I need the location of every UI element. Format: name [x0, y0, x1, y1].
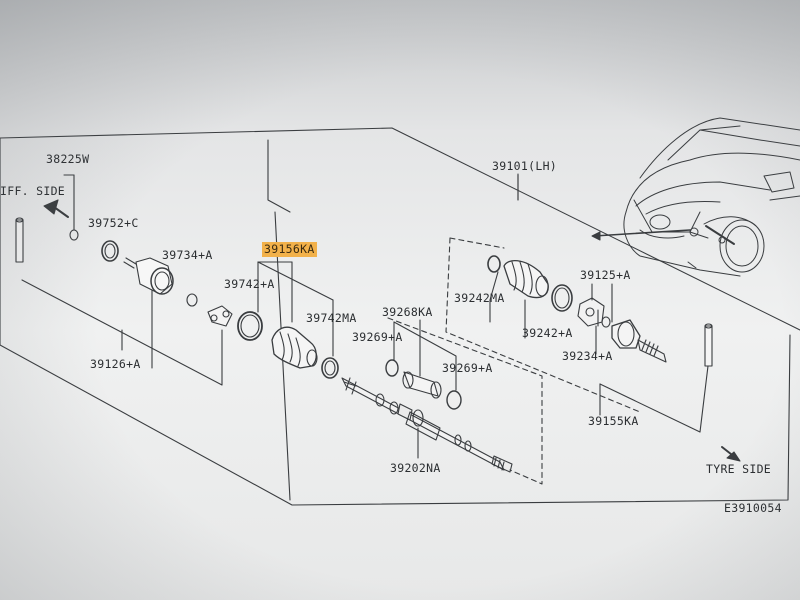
dashed-box-outer-kit	[445, 237, 641, 413]
part-label-39155ka: 39155KA	[588, 414, 639, 428]
part-39734a-ring	[186, 293, 198, 307]
tyre-side-label: TYRE SIDE	[706, 462, 772, 476]
part-label-39269a-lower: 39269+A	[442, 361, 493, 375]
vehicle-sketch	[591, 117, 800, 277]
part-39752c-band	[101, 240, 119, 262]
part-label-39742a: 39742+A	[224, 277, 275, 291]
pin-right	[704, 323, 713, 367]
part-39202na-shaft	[341, 377, 513, 473]
part-39742ma-band	[321, 357, 339, 379]
part-39268ka-damper	[385, 319, 462, 410]
part-label-39202na: 39202NA	[390, 461, 441, 475]
part-39156ka-boot	[271, 326, 318, 369]
part-spider-joint	[207, 305, 233, 327]
part-label-39242a: 39242+A	[522, 326, 573, 340]
part-label-39234a: 39234+A	[562, 349, 613, 363]
dashed-box-shaft	[387, 317, 543, 485]
part-label-39126a: 39126+A	[90, 357, 141, 371]
part-label-39752c: 39752+C	[88, 216, 139, 230]
pin-left	[15, 217, 24, 263]
part-label-39734a: 39734+A	[162, 248, 213, 262]
part-label-39269a-upper: 39269+A	[352, 330, 403, 344]
part-39742a-band	[237, 311, 263, 341]
group-39126a-lines	[21, 279, 223, 386]
part-38225w-clip	[63, 174, 79, 241]
part-label-39242ma: 39242MA	[454, 291, 505, 305]
part-39126a-housing	[123, 257, 174, 295]
part-label-39268ka: 39268KA	[382, 305, 433, 319]
leader-lines-middle	[257, 261, 334, 357]
diff-side-label: IFF. SIDE	[0, 184, 66, 198]
part-label-39101lh: 39101(LH)	[492, 159, 558, 173]
part-label-39742ma: 39742MA	[306, 311, 357, 325]
part-label-39156ka-highlighted: 39156KA	[262, 242, 317, 257]
part-outer-boot-39242ma	[487, 255, 573, 312]
diagram-reference-code: E3910054	[724, 501, 782, 515]
part-label-38225w: 38225W	[46, 152, 90, 166]
diagram-frame	[0, 127, 800, 506]
part-label-39125a: 39125+A	[580, 268, 631, 282]
tyre-side-arrow-icon	[721, 446, 741, 462]
diff-side-arrow-icon	[43, 199, 69, 218]
